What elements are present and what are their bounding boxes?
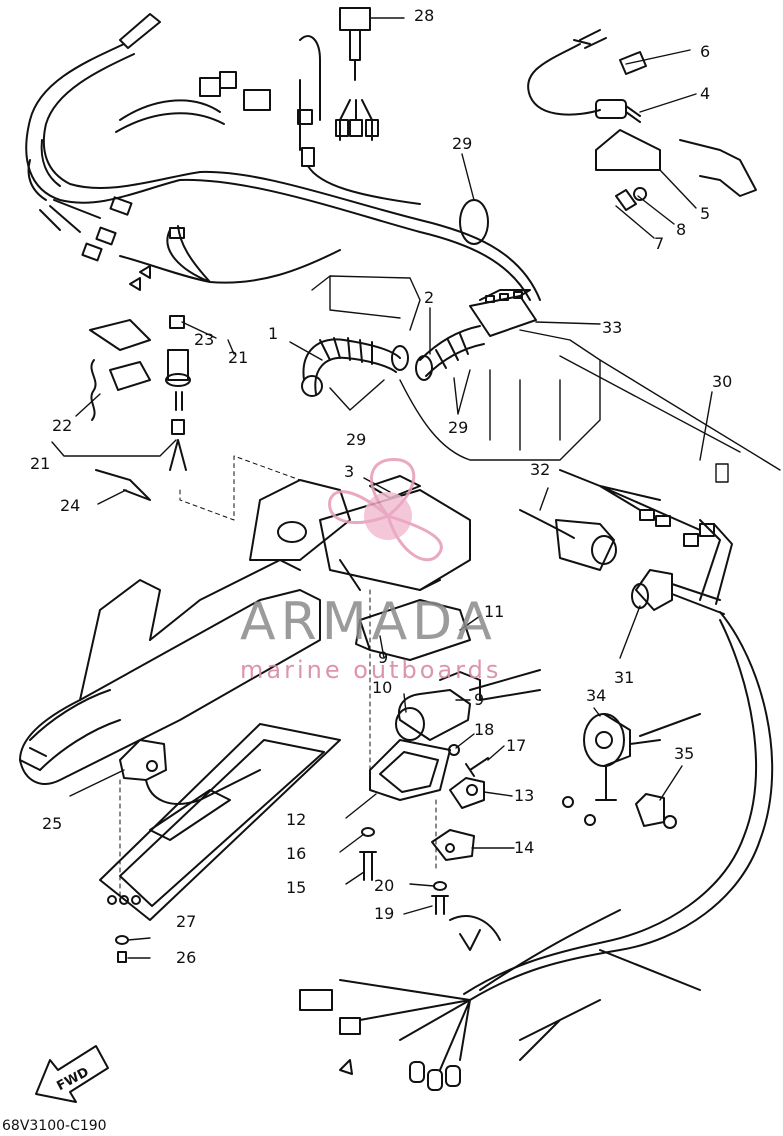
connector-31 — [631, 519, 733, 615]
fasteners — [115, 744, 489, 963]
watermark-subtitle: marine outboards — [240, 656, 502, 684]
callout-3: 3 — [344, 462, 355, 481]
callout-14: 14 — [514, 838, 535, 857]
diagram-code: 68V3100-C190 — [2, 1118, 107, 1134]
watermark-title: ARMADA — [240, 592, 497, 652]
callout-20: 20 — [374, 876, 395, 895]
emergency-stop-switch-23 — [165, 315, 191, 471]
callout-10: 10 — [372, 678, 393, 697]
callout-9a: 9 — [378, 648, 389, 667]
callout-28: 28 — [414, 6, 435, 25]
callout-5: 5 — [700, 204, 711, 223]
callout-16: 16 — [286, 844, 307, 863]
callout-8: 8 — [676, 220, 687, 239]
callout-11: 11 — [484, 602, 505, 621]
callout-15: 15 — [286, 878, 307, 897]
neutral-switch-25 — [119, 739, 261, 805]
callout-7: 7 — [654, 234, 665, 253]
callout-29c: 29 — [448, 418, 469, 437]
callout-2: 2 — [424, 288, 435, 307]
fwd-arrow — [35, 1045, 109, 1103]
callout-23: 23 — [194, 330, 215, 349]
callout-1: 1 — [268, 324, 279, 343]
bracket-13 — [449, 777, 485, 809]
callout-32: 32 — [530, 460, 551, 479]
callout-4: 4 — [700, 84, 711, 103]
callout-21b: 21 — [30, 454, 51, 473]
watermark-logo — [328, 458, 443, 562]
callout-21a: 21 — [228, 348, 249, 367]
sub-harness-28 — [297, 7, 421, 205]
callout-6: 6 — [700, 42, 711, 61]
callout-35: 35 — [674, 744, 695, 763]
callout-34: 34 — [586, 686, 607, 705]
callout-24: 24 — [60, 496, 81, 515]
callout-33: 33 — [602, 318, 623, 337]
dashed-guides — [119, 455, 437, 901]
callout-9b: 9 — [474, 690, 485, 709]
callout-29a: 29 — [452, 134, 473, 153]
grommet-2 — [415, 325, 485, 381]
engine-block-outline — [311, 275, 781, 483]
callout-12: 12 — [286, 810, 307, 829]
grommet-1 — [301, 337, 409, 397]
bracket-35 — [635, 793, 677, 829]
callout-25: 25 — [42, 814, 63, 833]
leader-lines — [51, 17, 713, 959]
lanyard-22 — [89, 319, 151, 421]
main-wire-harness-bottom — [299, 611, 774, 1091]
callout-31: 31 — [614, 668, 635, 687]
bracket-5 — [595, 129, 757, 211]
callout-27: 27 — [176, 912, 197, 931]
callout-13: 13 — [514, 786, 535, 805]
callout-17: 17 — [506, 736, 527, 755]
relay-3 — [319, 475, 471, 591]
main-wire-harness-top — [25, 13, 541, 301]
callout-26: 26 — [176, 948, 197, 967]
cover-12 — [369, 739, 451, 801]
connector-32 — [519, 469, 701, 571]
plate-14 — [431, 829, 475, 861]
cable-tie-24 — [95, 469, 151, 501]
callout-30: 30 — [712, 372, 733, 391]
callout-18: 18 — [474, 720, 495, 739]
callout-19: 19 — [374, 904, 395, 923]
junction-box-33 — [469, 289, 537, 337]
temperature-switch-4 — [527, 29, 647, 123]
trim-meter-34 — [562, 713, 701, 826]
main-switch-10 — [395, 669, 541, 741]
callout-22: 22 — [52, 416, 73, 435]
callout-29b: 29 — [346, 430, 367, 449]
